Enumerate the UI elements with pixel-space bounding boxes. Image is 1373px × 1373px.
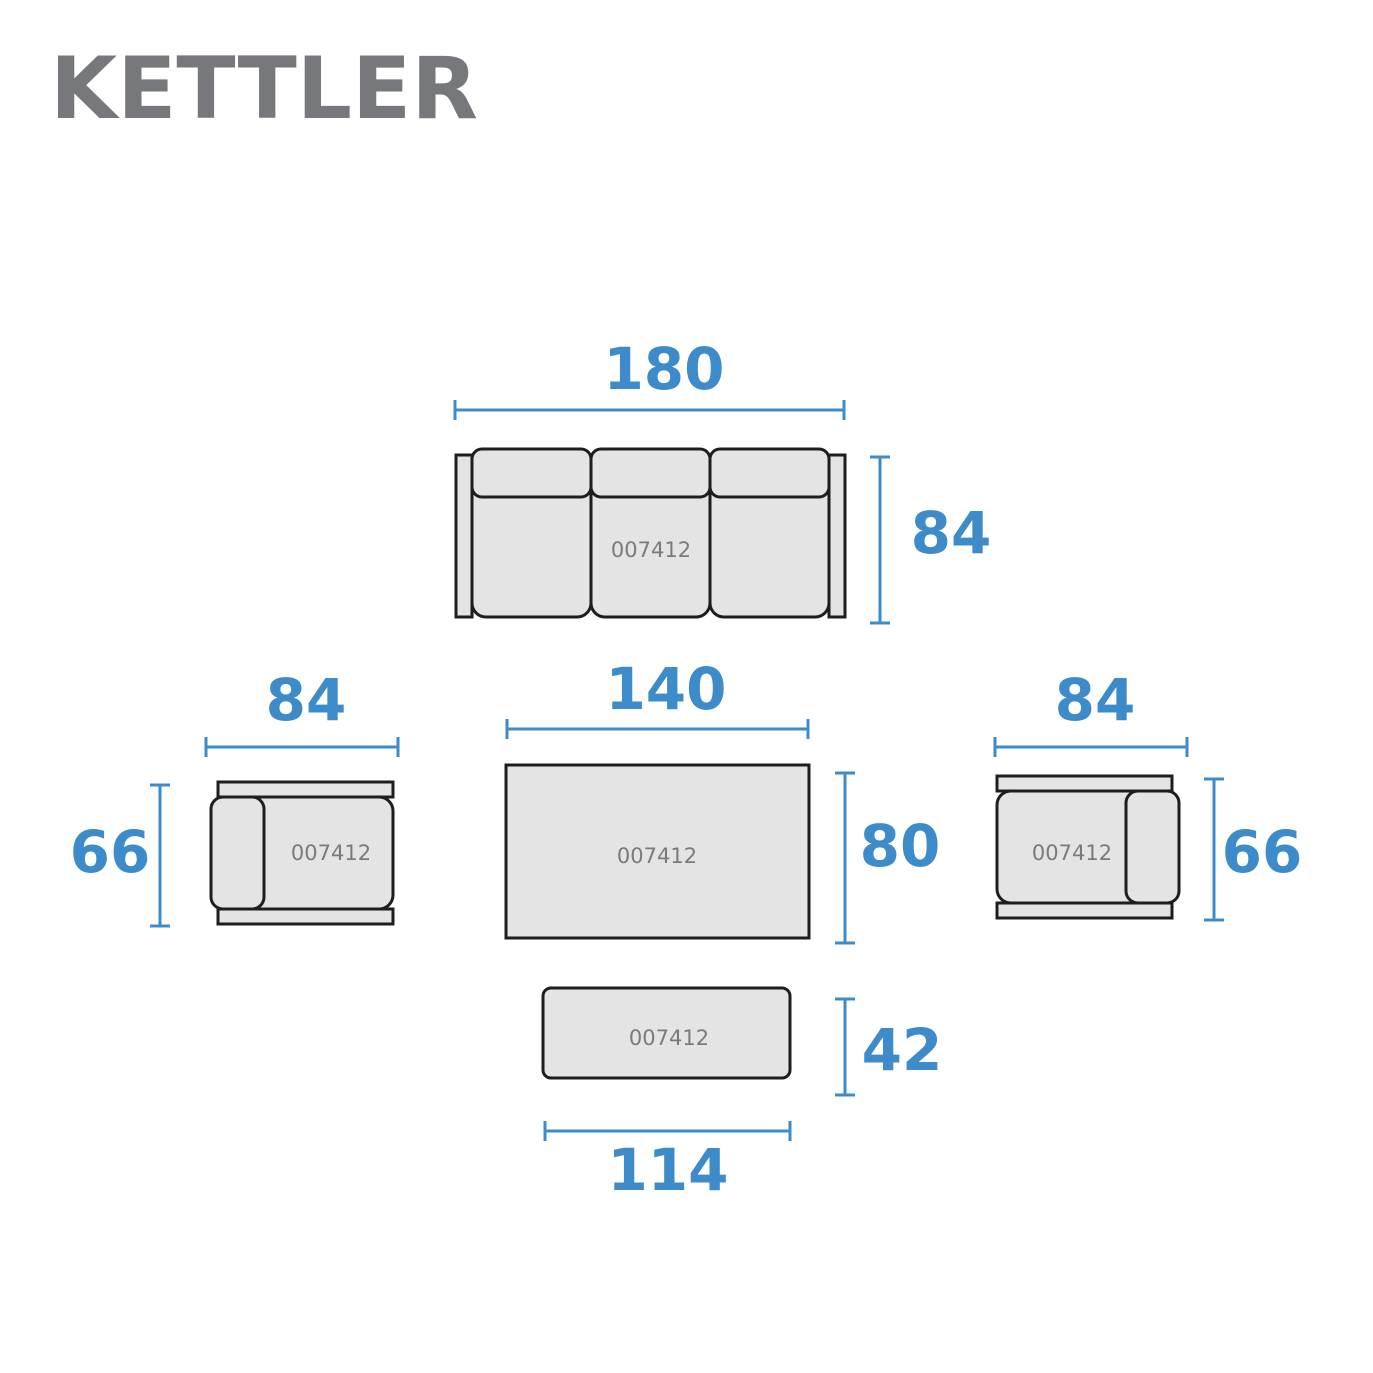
sofa-left-arm: [454, 453, 474, 619]
table-depth-label: 80: [860, 812, 941, 880]
left-chair-bottom-arm: [216, 907, 395, 926]
table-depth-dimension: [835, 771, 855, 945]
sofa-depth-label: 84: [911, 499, 992, 567]
sofa-back-cushion-1: [470, 447, 593, 499]
sofa-back-cushion-2: [589, 447, 712, 499]
sofa-width-dimension: [453, 400, 846, 420]
right-chair: [995, 774, 1181, 920]
footstool-depth-dimension: [835, 997, 855, 1097]
right-chair-depth-label: 66: [1222, 818, 1303, 886]
left-chair: [209, 780, 395, 926]
kettler-logo: KETTLER: [50, 39, 478, 139]
left-chair-width-label: 84: [266, 666, 347, 734]
sofa-back-cushion-3: [708, 447, 831, 499]
table-width-dimension: [505, 719, 810, 739]
coffee-table: [504, 763, 811, 940]
footstool-width-dimension: [543, 1121, 792, 1141]
left-chair-code: 007412: [291, 841, 371, 865]
footstool-depth-label: 42: [862, 1016, 943, 1084]
sofa-width-label: 180: [603, 335, 724, 403]
coffee-table-code: 007412: [617, 844, 697, 868]
sofa-depth-dimension: [870, 455, 890, 625]
right-chair-width-dimension: [993, 737, 1189, 757]
right-chair-depth-dimension: [1204, 777, 1224, 922]
left-chair-depth-dimension: [150, 783, 170, 928]
left-chair-top-arm: [216, 780, 395, 799]
table-width-label: 140: [605, 655, 726, 723]
left-chair-width-dimension: [204, 737, 400, 757]
sofa-right-arm: [827, 453, 847, 619]
right-chair-top-arm: [995, 774, 1174, 793]
footstool: [541, 986, 792, 1080]
left-chair-depth-label: 66: [70, 818, 151, 886]
right-chair-bottom-arm: [995, 901, 1174, 920]
sofa-code: 007412: [611, 538, 691, 562]
footstool-width-label: 114: [607, 1136, 728, 1204]
right-chair-code: 007412: [1032, 841, 1112, 865]
right-chair-back-cushion: [1124, 789, 1181, 905]
sofa: [454, 447, 847, 619]
right-chair-width-label: 84: [1055, 666, 1136, 734]
footstool-code: 007412: [629, 1026, 709, 1050]
left-chair-back-cushion: [209, 795, 266, 911]
